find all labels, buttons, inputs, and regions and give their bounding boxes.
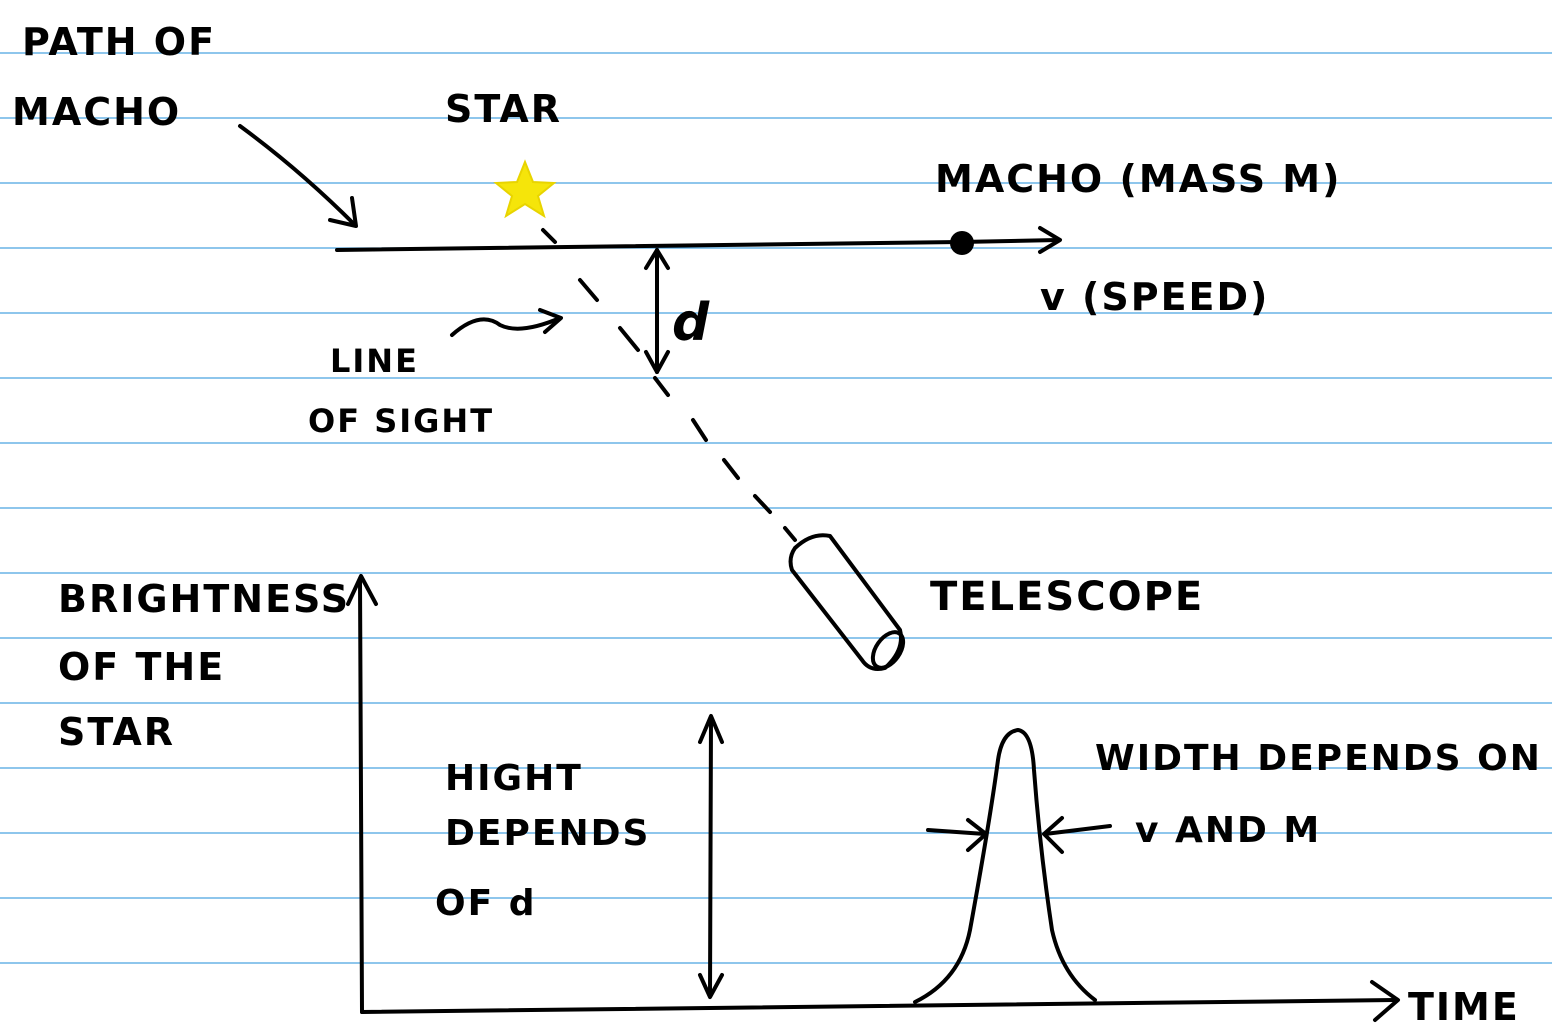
line-of-sight [541,228,797,542]
path-pointer-arrow [238,124,358,228]
label-brightness-3: STAR [58,710,175,754]
label-line-of-sight-2: OF SIGHT [308,402,494,440]
y-axis [346,574,378,1014]
label-height-2: DEPENDS [445,813,650,854]
telescope-icon [788,533,906,671]
label-path-of-macho-1: PATH OF [22,20,216,64]
ruled-lines [0,52,1552,964]
label-line-of-sight-1: LINE [330,342,419,380]
label-width-2: v AND M [1135,810,1321,851]
label-star: STAR [445,87,562,131]
label-brightness-1: BRIGHTNESS [58,577,350,621]
label-height-3: OF d [435,883,537,924]
label-path-of-macho-2: MACHO [12,90,181,134]
width-arrows [926,816,1112,854]
line-of-sight-pointer [450,308,563,337]
label-brightness-2: OF THE [58,645,225,689]
label-macho-mass: MACHO (MASS M) [935,157,1341,201]
macho-object [950,231,974,255]
macho-path [335,226,1062,254]
distance-arrow [644,248,670,374]
x-axis [360,980,1400,1022]
brightness-peak-curve [913,728,1097,1004]
star-icon [493,159,557,219]
label-width-1: WIDTH DEPENDS ON [1095,738,1542,779]
label-telescope: TELESCOPE [930,574,1204,620]
height-arrow [698,714,724,999]
label-time: TIME [1408,985,1520,1028]
label-speed: v (SPEED) [1040,275,1269,319]
label-distance: d [672,293,711,353]
label-height-1: HIGHT [445,758,583,799]
